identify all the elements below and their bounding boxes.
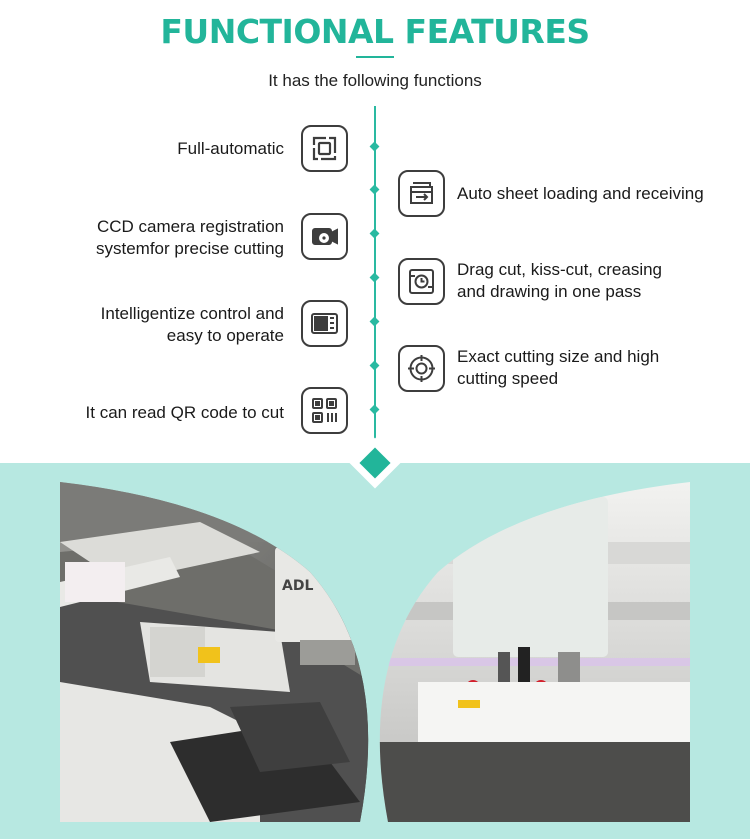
timeline-dot xyxy=(370,361,380,371)
feature-label-line: and drawing in one pass xyxy=(457,282,642,301)
timeline-dot xyxy=(370,229,380,239)
feature-label: Auto sheet loading and receiving xyxy=(457,184,704,203)
timeline-dot xyxy=(370,405,380,415)
feature-label-line: easy to operate xyxy=(166,326,284,345)
timeline-dot xyxy=(370,142,380,152)
feature-label: It can read QR code to cut xyxy=(85,403,284,422)
feature-intelligent-control: Intelligentize control and easy to opera… xyxy=(24,303,284,347)
feature-auto-sheet-loading: Auto sheet loading and receiving xyxy=(457,183,747,205)
feature-label-line: Exact cutting size and high xyxy=(457,347,660,366)
target-precision-icon xyxy=(398,345,445,392)
feature-label-line: CCD camera registration xyxy=(96,217,284,236)
timeline-dot xyxy=(370,273,380,283)
feature-label-line: cutting speed xyxy=(457,369,559,388)
machine-photo-left: ADL xyxy=(60,482,372,822)
machine-brand-label: ADL xyxy=(282,578,313,594)
feature-label: Full-automatic xyxy=(177,139,284,158)
machine-photo-right xyxy=(378,482,690,822)
qr-code-icon xyxy=(301,387,348,434)
feature-ccd-camera: CCD camera registration systemfor precis… xyxy=(24,216,284,260)
page-title: FUNCTIONAL FEATURES xyxy=(160,12,590,51)
page-subtitle: It has the following functions xyxy=(268,71,482,90)
title-underline xyxy=(356,56,394,58)
feature-label-line: systemfor precise cutting xyxy=(95,239,284,258)
feature-label-line: Intelligentize control and xyxy=(100,304,284,323)
timeline-dot xyxy=(370,317,380,327)
automation-icon xyxy=(301,125,348,172)
feature-full-automatic: Full-automatic xyxy=(24,138,284,160)
camera-gear-icon xyxy=(301,213,348,260)
feature-label-line: Drag cut, kiss-cut, creasing xyxy=(457,260,663,279)
feature-drag-cut: Drag cut, kiss-cut, creasing and drawing… xyxy=(457,259,747,303)
control-panel-icon xyxy=(301,300,348,347)
sheet-tray-icon xyxy=(398,170,445,217)
timeline-dot xyxy=(370,185,380,195)
feature-qr-code: It can read QR code to cut xyxy=(24,402,284,424)
cutting-tools-icon xyxy=(398,258,445,305)
feature-exact-cutting: Exact cutting size and high cutting spee… xyxy=(457,346,747,390)
